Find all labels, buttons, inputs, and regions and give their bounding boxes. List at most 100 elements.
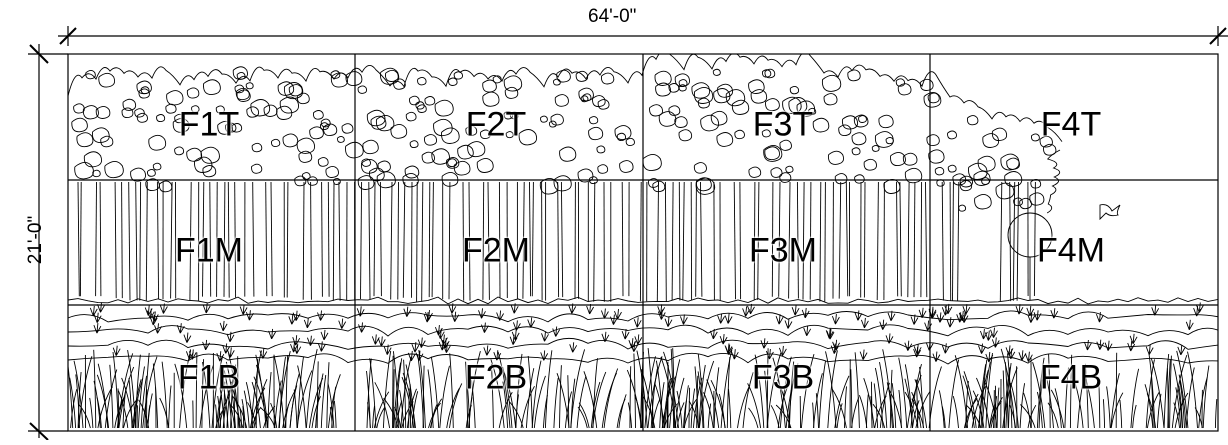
foliage-scribble: [405, 166, 419, 178]
grass-tuft: [293, 311, 300, 321]
reed-blade: [148, 405, 150, 428]
grass-tuft: [94, 323, 101, 333]
foliage-scribble: [458, 145, 474, 159]
grass-tuft: [861, 318, 868, 328]
grass-tuft: [1034, 310, 1041, 320]
tree-trunk-left: [78, 182, 79, 296]
foliage-scribble: [749, 80, 765, 94]
tree-trunk-right: [1010, 182, 1011, 301]
tree-trunk-right: [100, 182, 101, 296]
grass-tuft: [484, 345, 491, 355]
grass-tuft: [113, 346, 120, 356]
tree-trunk-left: [361, 182, 362, 299]
tree-trunk-right: [422, 182, 423, 302]
reed-blade: [367, 359, 371, 428]
reed-blade: [1111, 373, 1120, 428]
foliage-scribble: [967, 116, 978, 125]
tree-trunk-right: [328, 182, 329, 297]
tree-trunk-left: [953, 182, 954, 301]
grass-tuft: [528, 318, 535, 328]
reed-blade: [90, 398, 93, 428]
foliage-scribble: [560, 147, 576, 161]
foliage-scribble: [358, 86, 367, 94]
grass-tuft: [98, 302, 105, 312]
tree-trunk-left: [942, 182, 943, 301]
reed-blade: [327, 362, 329, 428]
foliage-scribble: [650, 105, 663, 116]
tree-trunk-left: [897, 182, 898, 296]
grass-tuft: [980, 329, 987, 339]
foliage-scribble: [948, 165, 956, 172]
reed-blade: [393, 356, 394, 428]
foliage-scribble: [541, 116, 548, 122]
foliage-scribble: [280, 97, 298, 113]
reed-blade: [749, 408, 759, 428]
reed-blade: [835, 376, 849, 428]
foliage-scribble: [302, 173, 310, 180]
reed-blade: [819, 361, 826, 429]
grass-tuft: [1186, 320, 1193, 330]
tree-trunk-left: [734, 182, 735, 299]
grass-tuft: [991, 328, 998, 338]
foliage-scribble: [726, 90, 745, 106]
reed-blade: [837, 403, 842, 428]
foliage-scribble: [289, 85, 302, 96]
grass-tuft: [601, 309, 608, 319]
foliage-scribble: [701, 115, 719, 131]
foliage-scribble: [313, 111, 323, 120]
foliage-scribble: [749, 167, 761, 177]
grass-tuft: [880, 320, 887, 330]
tree-trunk-left: [333, 182, 334, 301]
foliage-scribble: [780, 173, 791, 183]
foliage-scribble: [454, 72, 462, 79]
marsh-contour: [68, 325, 1228, 336]
reed-blade: [148, 394, 153, 429]
reed-blade: [545, 350, 552, 428]
foliage-scribble: [948, 131, 957, 139]
tree-trunk-right: [665, 182, 666, 302]
foliage-scribble: [425, 97, 435, 106]
foliage-scribble: [157, 115, 165, 122]
reed-blade: [584, 371, 597, 428]
tree-trunk-left: [96, 182, 97, 296]
width-dimension-label: 64'-0": [588, 6, 636, 28]
foliage-scribble: [626, 138, 634, 145]
tree-trunk-right: [926, 182, 927, 297]
grass-tuft: [418, 338, 425, 348]
grass-tuft: [372, 334, 379, 344]
grass-tuft: [553, 327, 560, 337]
reed-blade: [169, 386, 171, 428]
tree-trunk-left: [683, 182, 684, 300]
reed-blade: [771, 405, 779, 428]
grass-tuft: [665, 317, 672, 327]
grass-tuft: [1152, 305, 1159, 315]
tree-trunk-right: [958, 182, 959, 301]
reed-blade: [689, 388, 690, 428]
tree-trunk-left: [657, 182, 658, 302]
foliage-scribble: [679, 85, 686, 91]
reed-blade: [953, 396, 958, 428]
tree-trunk-right: [311, 182, 312, 300]
foliage-scribble: [714, 89, 730, 103]
grass-tuft: [855, 310, 862, 320]
grass-tuft: [512, 330, 519, 340]
foliage-scribble: [694, 163, 706, 174]
grass-tuft: [832, 314, 839, 324]
tree-trunk-right: [339, 182, 340, 301]
reed-blade: [1203, 366, 1209, 428]
reed-blade: [577, 376, 586, 428]
foliage-scribble: [711, 111, 727, 125]
foliage-scribble: [278, 82, 294, 96]
foliage-scribble: [852, 148, 860, 155]
foliage-scribble: [378, 161, 390, 172]
tree-trunk-right: [253, 182, 254, 297]
foliage-scribble: [855, 175, 865, 183]
panel-label-f3t: F3T: [753, 106, 813, 145]
grass-tuft: [260, 349, 267, 359]
tree-trunk-right: [1017, 182, 1018, 301]
reed-blade: [321, 375, 326, 428]
foliage-scribble: [345, 142, 363, 158]
grass-tuft: [860, 350, 867, 360]
reed-blade: [579, 403, 589, 428]
grass-tuft: [631, 342, 638, 352]
